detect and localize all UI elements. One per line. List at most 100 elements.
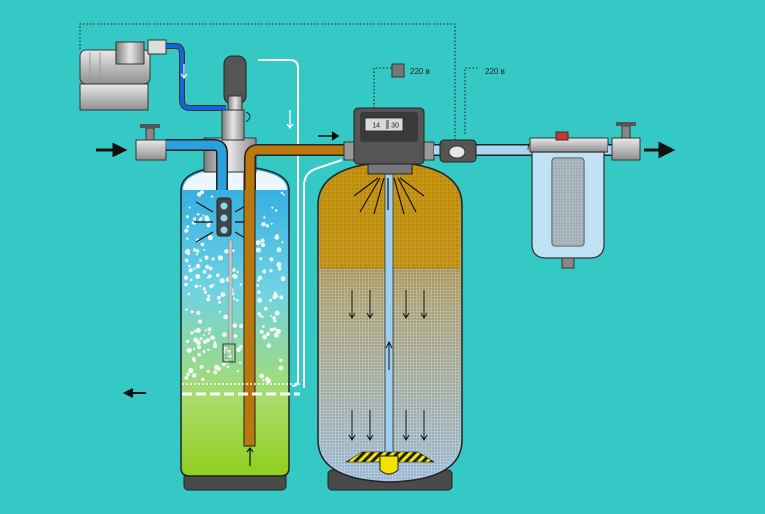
air-bubble [280,191,284,195]
arrow-up-icon [246,447,254,466]
air-bubble [259,329,264,334]
air-bubble [202,287,206,291]
air-bubble [200,190,205,195]
air-bubble [202,350,206,353]
controller-display [364,117,404,132]
air-bubble [281,241,284,244]
air-bubble [198,319,203,324]
air-bubble [262,334,267,340]
air-compressor [79,39,167,111]
arrow-up-icon [385,340,393,370]
air-bubble [256,284,260,287]
air-bubble [218,300,222,304]
arrow-down-icon [366,290,374,319]
air-bubble [188,367,194,373]
air-bubble [261,222,266,227]
air-bubble [260,242,266,248]
air-bubble [280,276,286,282]
air-bubble [261,315,264,318]
air-bubble [195,263,201,269]
air-bubble [184,375,189,380]
air-bubble [269,327,274,332]
air-bubble [191,373,197,378]
arrow-down-icon [420,290,428,319]
air-bubble [269,298,272,302]
air-bubble [208,266,213,271]
air-bubble [265,331,270,337]
air-bubble [239,361,242,365]
air-bubble [257,297,263,303]
control-valve: 14 30 [343,107,435,215]
air-bubble [209,284,214,289]
air-bubble [216,273,220,278]
vent-line [258,59,299,387]
air-bubble [232,274,237,279]
air-bubble [196,328,201,333]
air-bubble [255,240,261,246]
arrow-down-icon [348,290,356,319]
arrow-down-icon [402,410,410,441]
air-bubble [208,332,211,335]
wire-valve-to-compressor [79,23,456,140]
air-bubble [204,329,207,332]
air-bubble [232,297,236,300]
air-bubble [235,298,239,302]
air-bubble [207,235,213,241]
arrow-down-icon [348,410,356,441]
air-bubble [196,311,201,315]
air-bubble [214,364,219,370]
air-bubble [276,247,282,253]
power-box-controller: 220 в [391,63,430,78]
inlet-valve [135,124,167,161]
air-bubble [211,257,215,261]
air-bubble [190,310,194,314]
air-bubble [199,337,203,341]
air-bubble [236,347,241,353]
air-bubble [207,294,211,298]
air-bubble [222,332,227,337]
air-bubble [218,310,221,313]
air-bubble [188,264,191,268]
air-bubble [200,242,205,247]
air-bubble [257,278,260,282]
air-bubble [195,273,201,279]
power-box-valve: 220 в [485,67,505,76]
air-bubble [212,343,218,349]
air-bubble [226,365,230,369]
air-bubble [239,324,244,329]
distributor [344,451,436,475]
air-bubble [207,348,210,352]
air-bubble [202,339,208,344]
air-bubble [262,269,267,274]
air-bubble [279,295,284,300]
air-bubble [196,213,200,216]
arrow-down-icon [402,290,410,319]
air-bubble [263,306,268,311]
air-bubble [223,314,229,320]
air-bubble [262,379,265,382]
air-bubble [212,283,215,286]
air-bubble [186,347,192,353]
air-bubble [207,327,212,332]
air-bubble [191,221,195,224]
air-bubble [263,216,266,219]
air-bubble [193,337,199,343]
filter-tank [317,161,463,491]
air-bubble [197,352,201,357]
air-bubble [217,295,221,300]
air-bubble [266,343,272,348]
air-bubble [192,217,197,221]
air-bubble [269,269,273,273]
solenoid-valve [439,139,477,163]
air-bubble [269,257,274,262]
air-bubble [239,283,243,286]
air-bubble [236,270,239,274]
arrow-down-icon [180,64,188,79]
air-bubble [271,206,274,209]
air-bubble [208,222,211,225]
air-bubble [270,222,273,225]
air-bubble [274,310,280,316]
air-hose [166,43,226,111]
air-bubble [185,308,188,311]
arrow-down-icon [420,410,428,441]
